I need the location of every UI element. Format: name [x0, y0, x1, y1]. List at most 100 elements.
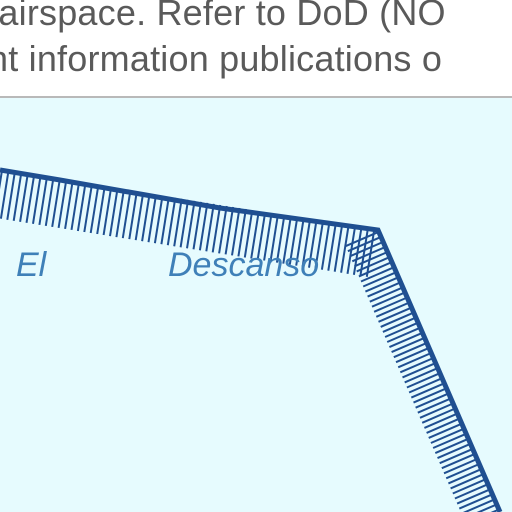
boundary-hatch-tick	[432, 432, 467, 449]
boundary-hatch-tick	[275, 214, 286, 263]
boundary-hatch-tick	[382, 316, 417, 333]
boundary-hatch-tick	[393, 341, 428, 359]
boundary-hatch-tick	[462, 498, 495, 512]
airspace-note-panel: . airspace. Refer to DoD (NO nt informat…	[0, 0, 512, 98]
boundary-hatch-tick	[57, 180, 68, 229]
boundary-hatch-tick	[356, 256, 391, 273]
boundary-hatch-tick	[426, 417, 460, 434]
boundary-hatch-tick	[395, 346, 430, 364]
boundary-hatch-tick	[402, 362, 436, 379]
boundary-hatch-tick	[179, 199, 190, 248]
boundary-hatch-tick	[0, 170, 3, 190]
boundary-hatch-tick	[456, 488, 491, 505]
boundary-hatch-tick	[397, 352, 432, 369]
boundary-hatch-tick	[448, 468, 482, 485]
boundary-hatch-tick	[38, 177, 48, 226]
boundary-hatch-tick	[173, 198, 183, 247]
boundary-hatch-tick	[51, 179, 61, 228]
boundary-hatch-tick	[153, 195, 164, 244]
boundary-hatch-tick	[295, 218, 305, 266]
boundary-hatching	[0, 170, 500, 512]
boundary-hatch-tick	[362, 271, 397, 288]
boundary-hatch-tick	[320, 222, 331, 270]
boundary-hatch-tick	[389, 331, 423, 349]
boundary-hatch-tick	[452, 478, 487, 495]
boundary-hatch-tick	[375, 301, 410, 318]
boundary-hatch-tick	[365, 276, 399, 293]
boundary-hatch-tick	[439, 447, 474, 465]
boundary-hatch-tick	[141, 193, 151, 242]
boundary-hatch-tick	[0, 171, 10, 219]
boundary-hatch-tick	[404, 367, 439, 384]
boundary-hatch-tick	[417, 397, 452, 414]
note-text-line-2: nt information publications o	[0, 38, 443, 79]
boundary-hatch-tick	[413, 387, 447, 404]
boundary-hatch-tick	[419, 402, 454, 419]
boundary-hatch-tick	[211, 204, 222, 253]
boundary-hatch-tick	[134, 192, 145, 241]
boundary-hatch-tick	[102, 187, 113, 236]
boundary-hatch-tick	[301, 219, 312, 267]
boundary-hatch-tick	[192, 201, 202, 250]
boundary-hatch-tick	[115, 189, 125, 238]
boundary-hatch-tick	[430, 427, 465, 444]
boundary-hatch-tick	[218, 205, 228, 254]
boundary-hatch-tick	[282, 216, 292, 264]
boundary-hatch-tick	[424, 412, 458, 429]
boundary-hatch-tick	[32, 176, 42, 224]
boundary-hatch-tick	[358, 261, 393, 278]
boundary-hatch-tick	[450, 473, 484, 490]
boundary-hatch-tick	[421, 407, 456, 424]
boundary-hatch-tick	[128, 191, 138, 240]
boundary-hatch-tick	[288, 217, 299, 265]
boundary-hatch-tick	[441, 452, 476, 470]
note-text-line-1: . airspace. Refer to DoD (NO	[0, 0, 446, 33]
boundary-hatch-tick	[458, 493, 493, 510]
boundary-hatch-tick	[186, 200, 196, 249]
boundary-hatch-tick	[354, 251, 388, 268]
boundary-hatch-tick	[373, 296, 408, 313]
boundary-hatch-tick	[345, 230, 380, 248]
boundary-hatch-tick	[109, 188, 119, 237]
boundary-hatch-tick	[160, 196, 170, 245]
boundary-hatch-tick	[314, 221, 324, 269]
boundary-hatch-tick	[384, 321, 419, 338]
boundary-hatch-tick	[415, 392, 450, 409]
boundary-hatch-tick	[76, 183, 87, 232]
boundary-hatch-tick	[327, 223, 337, 271]
place-label-el: El	[16, 246, 47, 284]
boundary-hatch-tick	[445, 463, 480, 480]
airspace-boundary-line	[0, 167, 503, 512]
boundary-hatch-tick	[25, 175, 36, 223]
boundary-hatch-tick	[399, 357, 434, 374]
boundary-hatch-tick	[408, 377, 443, 394]
boundary-hatch-tick	[96, 186, 106, 235]
boundary-hatch-tick	[263, 212, 273, 261]
boundary-hatch-tick	[369, 286, 404, 303]
boundary-hatch-tick	[351, 246, 386, 263]
map-canvas[interactable]	[0, 98, 512, 512]
boundary-hatch-tick	[224, 206, 235, 255]
boundary-hatch-tick	[121, 190, 132, 239]
boundary-hatch-tick	[410, 382, 445, 399]
boundary-hatch-tick	[434, 437, 469, 455]
boundary-hatch-tick	[147, 194, 157, 243]
boundary-hatch-tick	[64, 181, 74, 230]
boundary-hatch-tick	[378, 306, 412, 323]
boundary-hatch-tick	[205, 203, 215, 252]
boundary-hatch-tick	[89, 185, 100, 234]
boundary-hatch-tick	[360, 266, 395, 283]
boundary-hatch-tick	[250, 210, 260, 259]
boundary-hatch-tick	[308, 220, 318, 268]
boundary-hatch-tick	[454, 483, 489, 500]
boundary-hatch-tick	[243, 209, 254, 258]
boundary-hatch-tick	[44, 178, 55, 227]
boundary-hatch-tick	[269, 213, 279, 262]
boundary-hatch-tick	[386, 326, 421, 343]
boundary-hatch-tick	[6, 172, 16, 220]
boundary-hatch-tick	[391, 336, 426, 354]
boundary-hatch-tick	[237, 208, 247, 257]
boundary-hatch-tick	[12, 173, 23, 221]
